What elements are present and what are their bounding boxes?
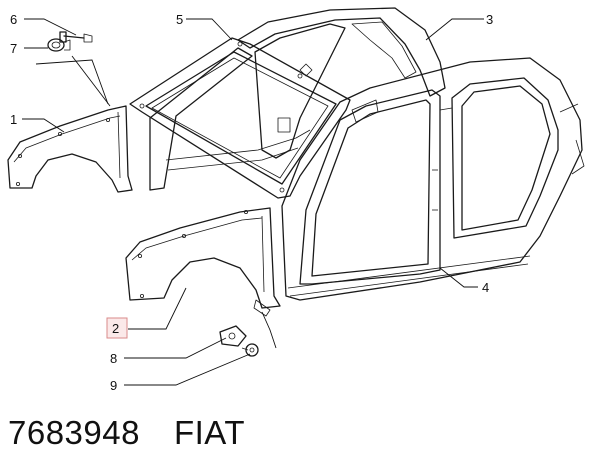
part-4-side-frame[interactable] (281, 57, 585, 301)
callout-6: 6 (10, 12, 17, 27)
callout-9: 9 (110, 378, 117, 393)
part-3-rear-frame[interactable] (149, 7, 446, 191)
callout-3: 3 (486, 12, 493, 27)
callout-1: 1 (10, 112, 17, 127)
brand-name: FIAT (173, 414, 246, 451)
part-8-bracket[interactable] (219, 325, 247, 347)
part-7-clip-nut[interactable] (47, 38, 71, 52)
part-9-fastener[interactable] (241, 343, 259, 357)
callout-7: 7 (10, 41, 17, 56)
callout-2: 2 (112, 321, 119, 336)
part-2-front-fender[interactable] (125, 207, 281, 317)
part-number: 7683948 (8, 414, 140, 451)
callout-8: 8 (110, 351, 117, 366)
explode-line (71, 55, 111, 107)
callout-2-highlight (106, 317, 128, 339)
footer-caption: 7683948 FIAT (8, 408, 245, 458)
part-6-screw[interactable] (59, 31, 93, 43)
callout-5: 5 (176, 12, 183, 27)
explode-line (261, 311, 277, 349)
part-1-front-fender[interactable] (7, 105, 133, 193)
part-5-windshield-frame[interactable] (129, 37, 351, 199)
callout-4: 4 (482, 280, 489, 295)
explode-line (35, 59, 109, 105)
leader-lines (22, 18, 484, 386)
